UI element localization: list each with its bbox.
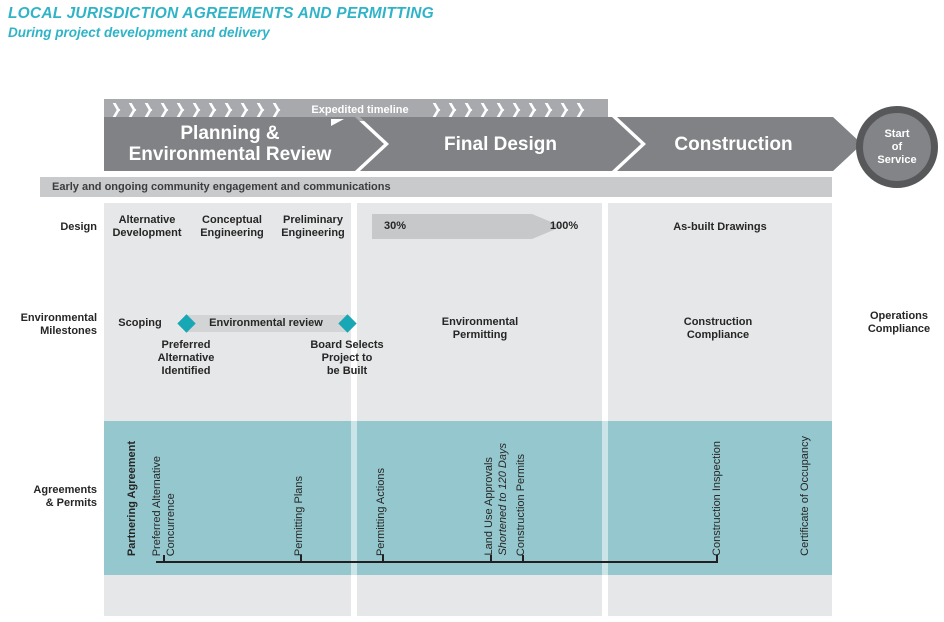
agreement-line: Construction Permits bbox=[515, 453, 527, 556]
row-label-design: Design bbox=[60, 221, 97, 233]
start-of-service-badge: Start of Service bbox=[856, 106, 938, 188]
agreement-permitting-actions: Permitting Actions bbox=[374, 468, 388, 556]
expedited-timeline-bar: Expedited timeline bbox=[104, 99, 608, 121]
agreement-line: Land Use Approvals bbox=[483, 457, 495, 556]
milestone-line: Environmental bbox=[441, 316, 519, 328]
community-engagement-bar: Early and ongoing community engagement a… bbox=[40, 177, 832, 197]
column-divider bbox=[602, 421, 608, 575]
agreement-partnering-agreement: Partnering Agreement bbox=[125, 441, 139, 556]
milestone-line: Permitting bbox=[452, 329, 508, 341]
agreement-line: Permitting Actions bbox=[375, 467, 387, 556]
row-label-line: Milestones bbox=[40, 325, 97, 337]
agreement-construction-inspection: Construction Inspection bbox=[710, 441, 724, 556]
chevron-pattern-icon bbox=[112, 102, 288, 118]
agreement-preferred-alternative-concurrence: Preferred Alternative Concurrence bbox=[150, 456, 178, 556]
milestone-line: be Built bbox=[326, 365, 368, 377]
agreement-line: Partnering Agreement bbox=[126, 440, 138, 556]
design-item-line: Conceptual bbox=[202, 214, 262, 226]
timeline-tick bbox=[716, 555, 718, 561]
milestone-operations-compliance: Operations Compliance bbox=[854, 310, 944, 336]
page-title: LOCAL JURISDICTION AGREEMENTS AND PERMIT… bbox=[8, 5, 434, 22]
agreement-land-use-approvals: Land Use Approvals Shortened to 120 Days bbox=[482, 443, 510, 556]
design-item-as-built-drawings: As-built Drawings bbox=[673, 221, 767, 233]
row-label-environmental-milestones: Environmental Milestones bbox=[6, 312, 97, 338]
agreement-construction-permits: Construction Permits bbox=[514, 454, 528, 556]
timeline-tick bbox=[522, 555, 524, 561]
milestone-line: Compliance bbox=[686, 329, 750, 341]
column-divider bbox=[351, 421, 357, 575]
phase-planning-environmental-review: Planning & Environmental Review bbox=[104, 117, 384, 171]
agreement-permitting-plans: Permitting Plans bbox=[292, 476, 306, 556]
phase-label: Final Design bbox=[444, 133, 557, 155]
milestone-line: Construction bbox=[683, 316, 753, 328]
milestone-line: Project to bbox=[321, 352, 373, 364]
start-of-service-label: of bbox=[891, 140, 903, 153]
phase-final-design: Final Design bbox=[360, 117, 641, 171]
phase-label: Environmental Review bbox=[128, 144, 332, 165]
phase-construction: Construction bbox=[617, 117, 862, 171]
row-label-line: Environmental bbox=[20, 312, 97, 324]
row-label-line: Agreements bbox=[33, 484, 97, 496]
design-progress-arrow: 30% bbox=[372, 214, 562, 239]
page-subtitle: During project development and delivery bbox=[8, 25, 270, 40]
design-item-line: Alternative bbox=[118, 214, 176, 226]
agreement-line: Preferred Alternative bbox=[151, 455, 163, 556]
milestone-line: Alternative bbox=[157, 352, 215, 364]
milestone-board-selects-project: Board Selects Project to be Built bbox=[295, 339, 399, 378]
milestone-preferred-alternative-identified: Preferred Alternative Identified bbox=[136, 339, 236, 378]
timeline-tick bbox=[490, 555, 492, 561]
chevron-pattern-icon bbox=[432, 102, 600, 118]
design-item-line: Development bbox=[112, 227, 182, 239]
expedited-pointer-icon bbox=[331, 119, 344, 126]
design-item-line: Engineering bbox=[200, 227, 264, 239]
agreements-permits-band bbox=[104, 421, 832, 575]
design-item-line: Preliminary bbox=[283, 214, 343, 226]
agreement-certificate-of-occupancy: Certificate of Occupancy bbox=[798, 436, 812, 556]
milestone-line: Compliance bbox=[867, 323, 931, 335]
milestone-line: Board Selects bbox=[310, 339, 384, 351]
milestone-environmental-permitting: Environmental Permitting bbox=[430, 316, 530, 342]
milestone-line: Identified bbox=[161, 365, 211, 377]
agreements-timeline-line bbox=[156, 561, 718, 563]
environmental-review-bar: Environmental review bbox=[185, 315, 347, 332]
design-item-line: Engineering bbox=[281, 227, 345, 239]
design-progress-end-label: 100% bbox=[550, 220, 579, 232]
row-label-agreements-permits: Agreements & Permits bbox=[6, 484, 97, 510]
phase-label: Construction bbox=[674, 133, 793, 155]
timeline-tick bbox=[382, 555, 384, 561]
milestone-line: Preferred bbox=[161, 339, 211, 351]
timeline-tick bbox=[163, 555, 165, 561]
agreement-line: Shortened to 120 Days bbox=[497, 443, 509, 556]
design-item-preliminary-engineering: Preliminary Engineering bbox=[267, 214, 359, 240]
milestone-scoping: Scoping bbox=[118, 317, 162, 329]
design-item-alternative-development: Alternative Development bbox=[101, 214, 193, 240]
start-of-service-label: Service bbox=[877, 153, 917, 166]
milestone-construction-compliance: Construction Compliance bbox=[668, 316, 768, 342]
design-item-conceptual-engineering: Conceptual Engineering bbox=[186, 214, 278, 240]
expedited-timeline-label: Expedited timeline bbox=[311, 104, 409, 116]
phase-label: Planning & bbox=[180, 123, 280, 144]
agreement-line: Construction Inspection bbox=[711, 441, 723, 556]
agreement-line: Certificate of Occupancy bbox=[799, 436, 811, 556]
milestone-line: Operations bbox=[869, 310, 929, 322]
agreement-line: Concurrence bbox=[165, 493, 177, 556]
row-label-line: & Permits bbox=[45, 497, 97, 509]
agreement-line: Permitting Plans bbox=[293, 475, 305, 556]
start-of-service-label: Start bbox=[884, 127, 910, 140]
timeline-tick bbox=[300, 555, 302, 561]
